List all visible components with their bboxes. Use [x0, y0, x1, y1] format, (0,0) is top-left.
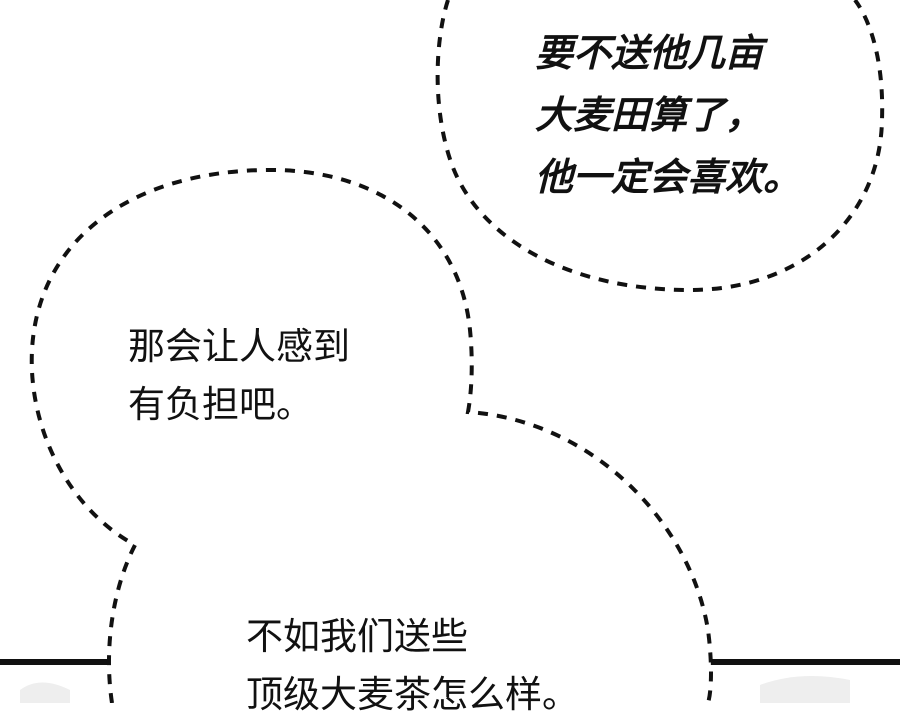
background-shape-left — [20, 682, 70, 703]
bubble-top-line-1: 要不送他几亩 — [535, 31, 764, 75]
bubble-top-outline — [435, 0, 885, 293]
bubble-middle-bottom-outline — [29, 167, 713, 703]
bubble-bottom-text: 不如我们送些 顶级大麦茶怎么样。 — [246, 608, 579, 724]
bubble-top-text: 要不送他几亩 大麦田算了， 他一定会喜欢。 — [535, 22, 801, 208]
bubble-middle-text: 那会让人感到 有负担吧。 — [128, 318, 350, 434]
bubble-top-line-2: 大麦田算了， — [535, 93, 764, 137]
bubble-middle-line-1: 那会让人感到 — [128, 325, 350, 368]
comic-panel — [0, 0, 900, 703]
background-shape-right — [760, 676, 850, 703]
bubble-middle-line-2: 有负担吧。 — [128, 383, 313, 426]
bubble-top-line-3: 他一定会喜欢。 — [535, 155, 802, 199]
bubble-bottom-line-2: 顶级大麦茶怎么样。 — [246, 673, 579, 716]
bubble-bottom-line-1: 不如我们送些 — [246, 615, 468, 658]
